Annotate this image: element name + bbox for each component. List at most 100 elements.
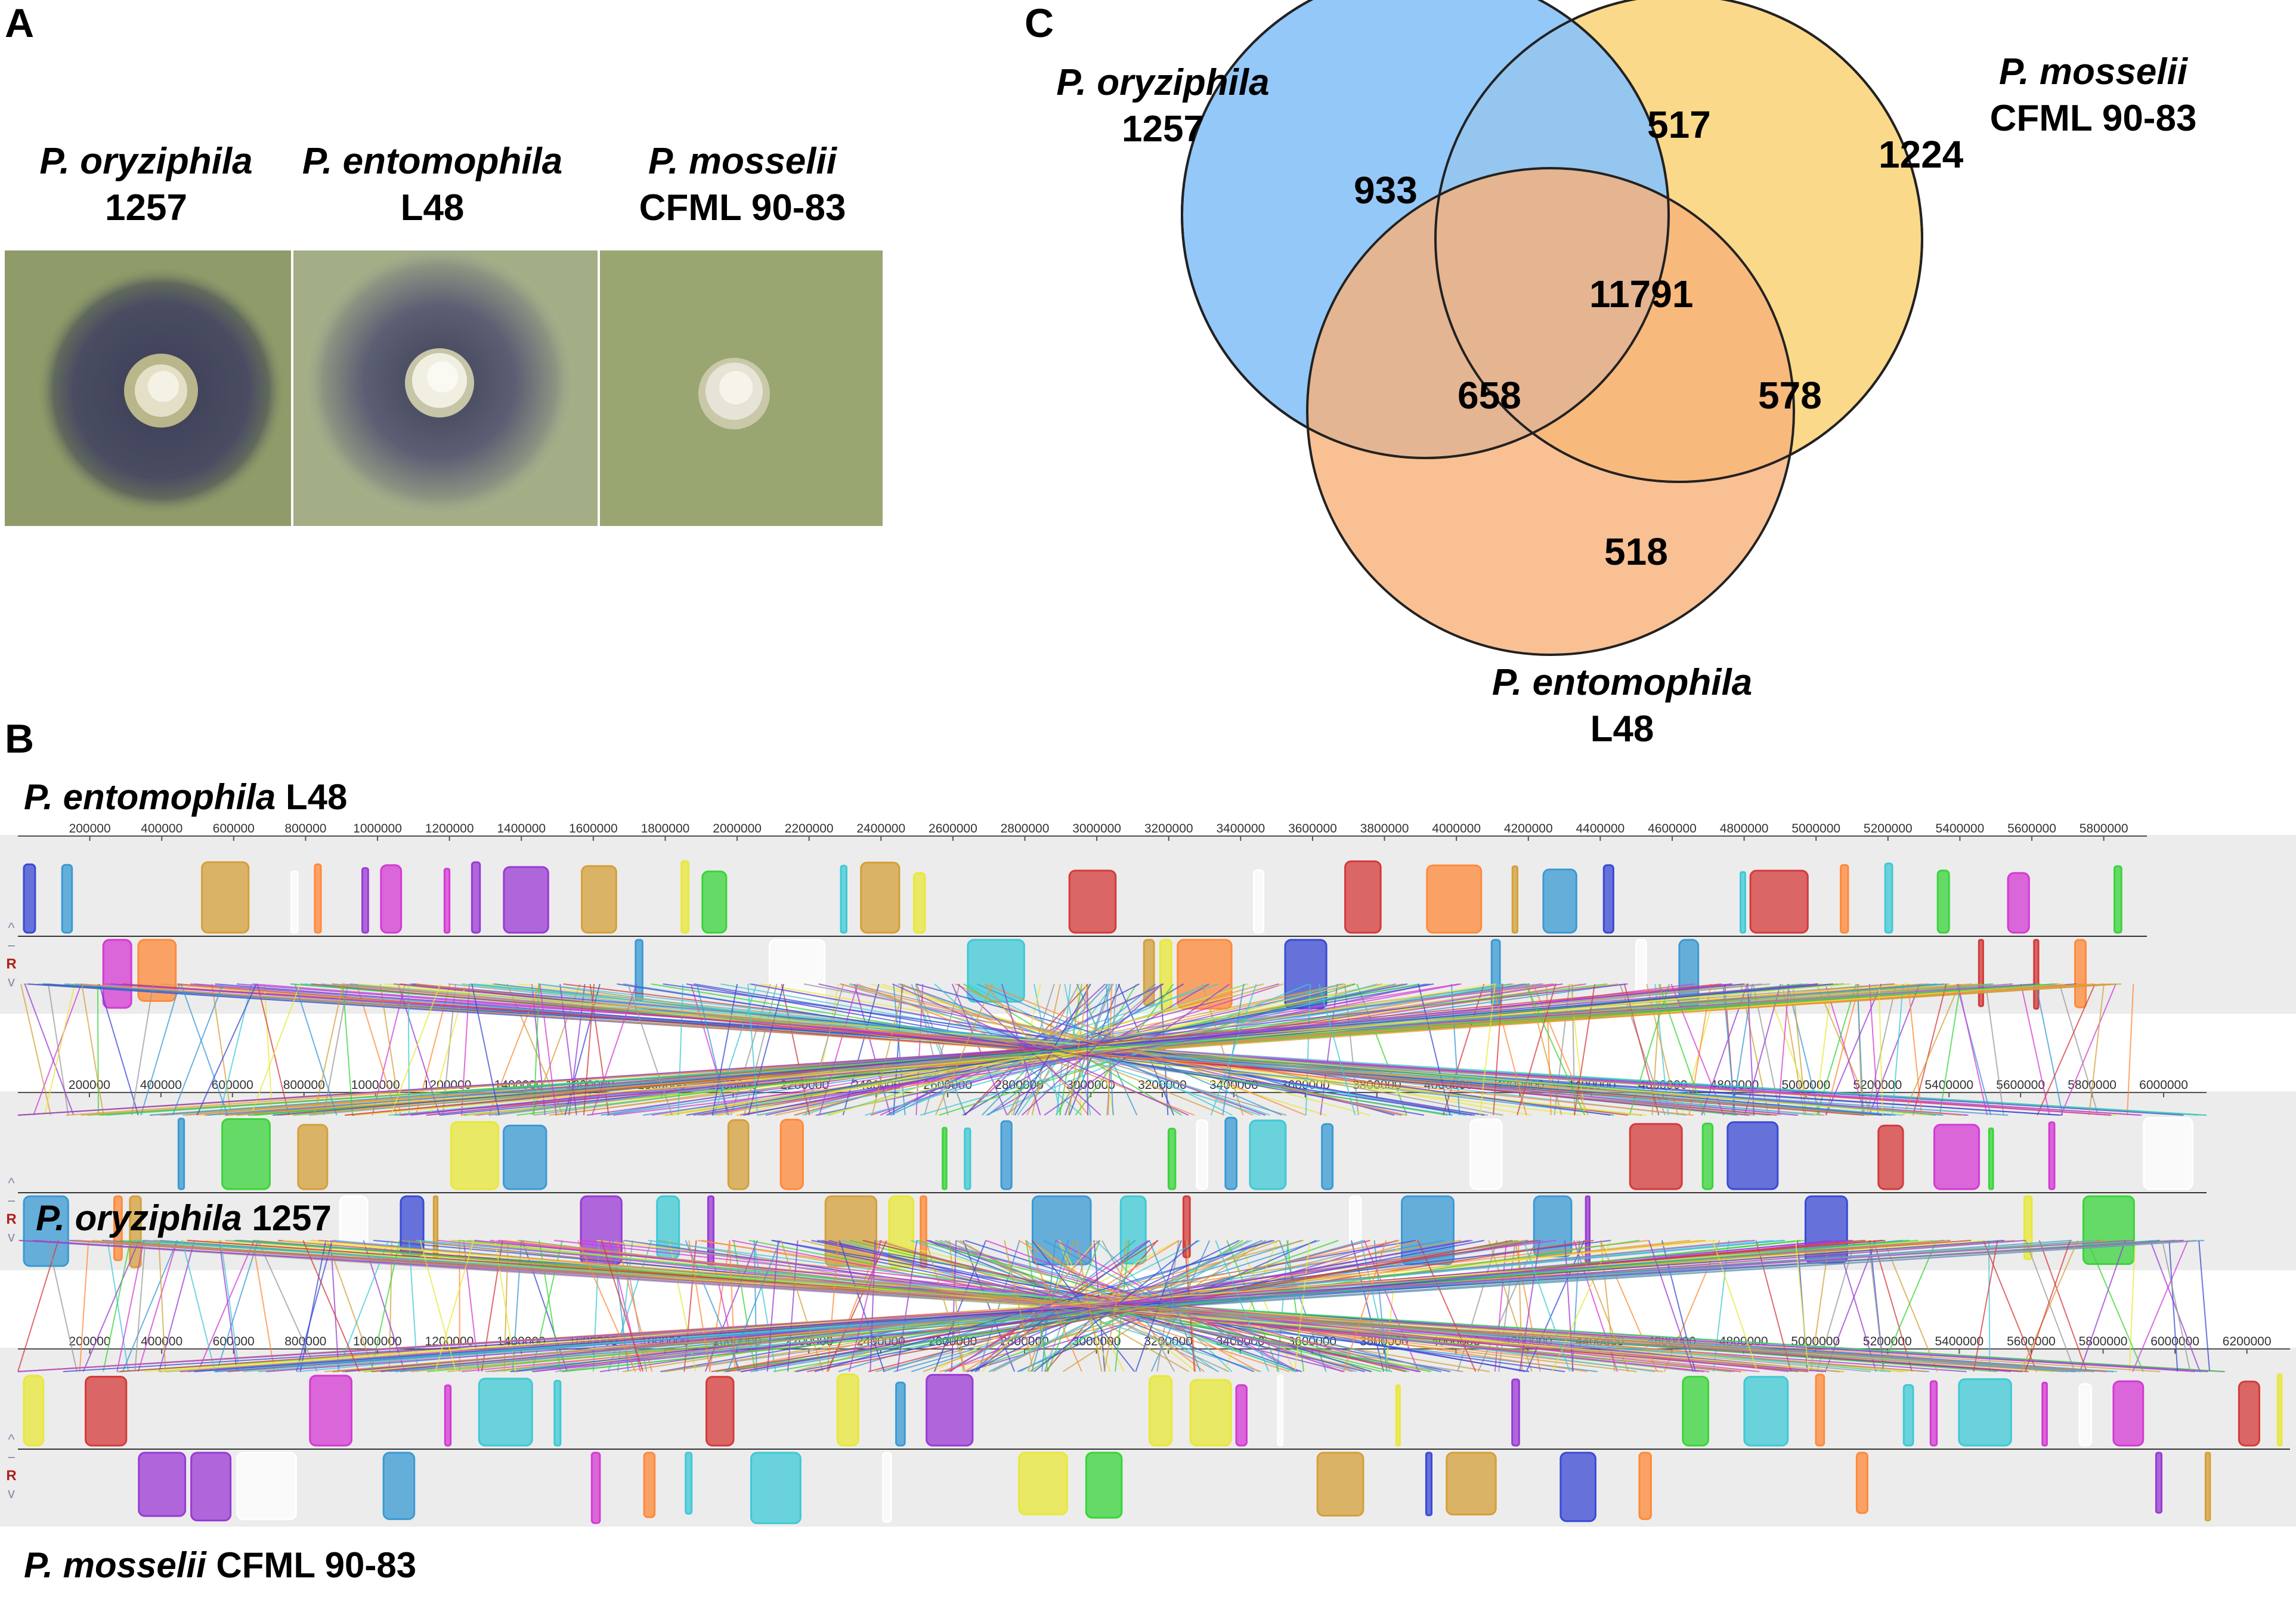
synteny-link <box>1318 983 1356 1116</box>
synteny-link <box>2161 1240 2191 1372</box>
synteny-link <box>137 1240 178 1372</box>
synteny-block <box>1542 868 1577 934</box>
synteny-block <box>1840 864 1849 934</box>
synteny-link <box>1525 1240 1585 1372</box>
synteny-link <box>838 1240 885 1372</box>
synteny-link <box>827 1240 839 1372</box>
synteny-link <box>840 983 1407 1116</box>
synteny-block <box>444 1384 452 1447</box>
ruler-tick-label: 4600000 <box>1648 822 1697 835</box>
ruler-tick-label: 5000000 <box>1791 822 1840 835</box>
synteny-block <box>1224 1116 1238 1190</box>
synteny-link <box>949 1240 1149 1372</box>
synteny-block <box>643 1452 656 1518</box>
synteny-link <box>44 983 76 1116</box>
synteny-block <box>590 1452 601 1524</box>
synteny-link <box>419 1240 457 1372</box>
synteny-link <box>273 983 1833 1116</box>
move-up-icon[interactable]: ^ <box>8 1175 15 1192</box>
synteny-link <box>434 1240 475 1372</box>
ruler-tick-label: 3400000 <box>1216 822 1265 835</box>
minus-icon[interactable]: − <box>7 938 16 954</box>
ruler-tick-label: 1200000 <box>425 822 474 835</box>
synteny-link <box>1868 983 1879 1116</box>
reverse-icon[interactable]: R <box>6 1211 17 1227</box>
ruler-tick-label: 4400000 <box>1576 822 1624 835</box>
synteny-link <box>1907 983 1923 1116</box>
venn-count-oryziphila-entomophila: 658 <box>1458 374 1521 417</box>
synteny-block <box>1988 1127 1994 1190</box>
synteny-link <box>257 1240 318 1372</box>
synteny-link <box>807 1240 1513 1372</box>
ruler-tick-label: 2600000 <box>929 822 977 835</box>
synteny-link <box>47 1240 78 1372</box>
move-down-icon[interactable]: v <box>8 1229 15 1245</box>
plate-photo-entomophila <box>293 250 598 526</box>
move-down-icon[interactable]: v <box>8 1486 15 1502</box>
synteny-link <box>360 1240 1716 1372</box>
synteny-block <box>1426 864 1483 934</box>
synteny-link <box>720 983 1468 1116</box>
reverse-icon[interactable]: R <box>6 1468 17 1484</box>
synteny-link <box>1564 1240 1574 1372</box>
synteny-block <box>2204 1452 2211 1522</box>
synteny-link <box>1883 1240 1938 1372</box>
synteny-block <box>635 939 643 1002</box>
minus-icon[interactable]: − <box>7 1193 16 1209</box>
synteny-link <box>314 983 344 1116</box>
synteny-link <box>2025 1240 2071 1372</box>
synteny-link <box>848 1240 882 1372</box>
synteny-link <box>1201 983 1244 1116</box>
ruler-tick-label: 200000 <box>69 822 111 835</box>
synteny-link <box>302 1240 360 1372</box>
synteny-link <box>747 983 759 1116</box>
ruler-tick-label: 1400000 <box>497 822 546 835</box>
ruler-tick-label: 5200000 <box>1864 822 1913 835</box>
synteny-link <box>252 1240 276 1372</box>
synteny-link <box>33 983 82 1116</box>
track-controls-entomophila: ^ − R v <box>2 920 20 991</box>
synteny-block <box>1701 1122 1714 1190</box>
synteny-block <box>2238 1381 2261 1447</box>
synteny-block <box>1629 1123 1683 1190</box>
ruler-tick-label: 5600000 <box>1996 1078 2045 1092</box>
synteny-link <box>1880 1240 1938 1372</box>
synteny-link <box>747 983 785 1116</box>
synteny-block <box>860 861 901 934</box>
synteny-block <box>102 939 132 1009</box>
ruler-tick-label: 6200000 <box>2223 1335 2272 1348</box>
synteny-link <box>1004 1240 1035 1372</box>
move-down-icon[interactable]: v <box>8 974 15 990</box>
synteny-link <box>893 983 903 1116</box>
synteny-block <box>2155 1452 2163 1514</box>
synteny-link <box>1939 983 1961 1116</box>
move-up-icon[interactable]: ^ <box>8 1432 15 1448</box>
synteny-block <box>432 1195 439 1259</box>
venn-count-all-three: 11791 <box>1589 273 1694 315</box>
synteny-link <box>819 983 858 1116</box>
synteny-link <box>1868 983 1920 1116</box>
synteny-link <box>214 1240 2072 1372</box>
synteny-block <box>1815 1373 1825 1447</box>
panel-b-letter: B <box>5 716 35 762</box>
synteny-block <box>680 860 689 934</box>
synteny-block <box>1929 1380 1938 1447</box>
synteny-link <box>2038 1240 2087 1372</box>
reverse-icon[interactable]: R <box>6 956 17 972</box>
synteny-block <box>926 1373 974 1447</box>
synteny-block <box>1958 1378 2012 1447</box>
synteny-link <box>871 983 905 1116</box>
synteny-link <box>1215 1240 1270 1372</box>
move-up-icon[interactable]: ^ <box>8 920 15 936</box>
synteny-link <box>363 1240 406 1372</box>
synteny-block <box>1446 1452 1497 1516</box>
synteny-link <box>2079 1240 2126 1372</box>
synteny-link <box>82 1240 140 1372</box>
minus-icon[interactable]: − <box>7 1450 16 1466</box>
synteny-block <box>553 1379 562 1447</box>
synteny-block <box>1068 869 1117 934</box>
synteny-link <box>780 1240 824 1372</box>
